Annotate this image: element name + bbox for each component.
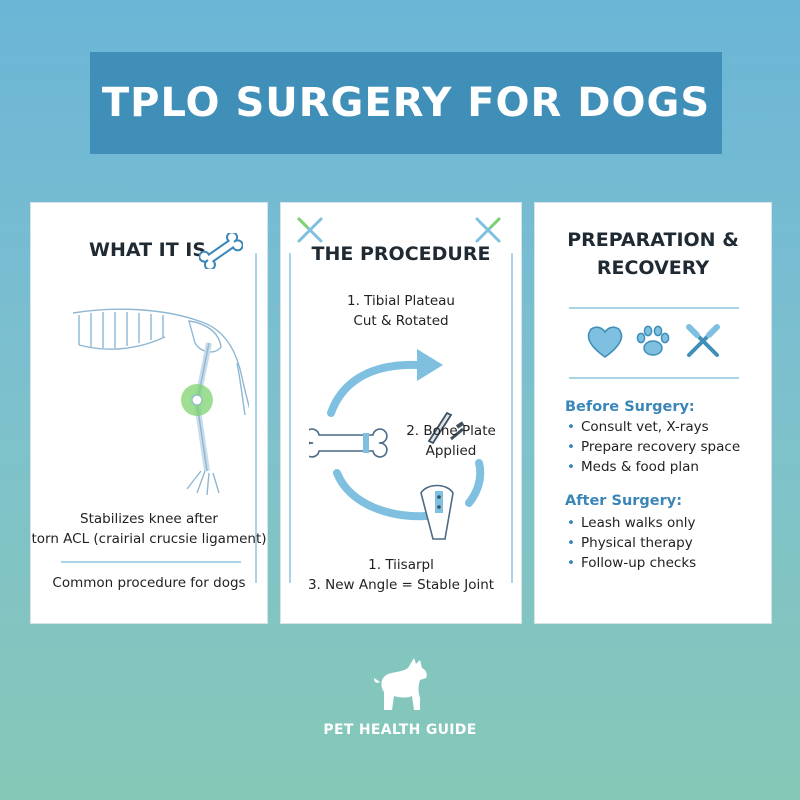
crossed-tools-icon (475, 217, 501, 243)
recovery-heading-line2: RECOVERY (596, 257, 710, 279)
tools-icon (686, 324, 720, 357)
divider (569, 377, 739, 379)
dog-leg-skeleton-illustration (72, 308, 249, 496)
list-item: Consult vet, X-rays (565, 417, 740, 437)
procedure-step2-line2: Applied (425, 443, 477, 459)
what-it-is-line1: Stabilizes knee after (80, 511, 218, 527)
crossed-tools-icon (297, 217, 323, 243)
procedure-step3-line1: 1. Tiisarpl (368, 557, 434, 573)
procedure-step2-line1: 2. Bone Plate (406, 423, 496, 439)
rotation-arrows-illustration (309, 349, 485, 540)
card-accent-line (255, 253, 257, 583)
procedure-step1-line2: Cut & Rotated (353, 313, 449, 329)
list-item: Follow-up checks (565, 553, 696, 573)
card-accent-line (511, 253, 513, 583)
recovery-heading-line1: PREPARATION & (567, 229, 739, 251)
dog-icon (374, 658, 427, 710)
recovery-card: PREPARATION & RECOVERY Before Surgery: C… (534, 202, 772, 624)
procedure-heading: THE PROCEDURE (311, 243, 491, 265)
list-item: Meds & food plan (565, 457, 740, 477)
list-item: Prepare recovery space (565, 437, 740, 457)
paw-icon (636, 325, 670, 356)
bone-illustration (309, 428, 388, 458)
page-title: TPLO SURGERY FOR DOGS (101, 80, 711, 126)
card-accent-line (289, 253, 291, 583)
what-it-is-card: WHAT IT IS Stabilizes kne (30, 202, 268, 624)
list-item: Leash walks only (565, 513, 696, 533)
after-surgery-heading: After Surgery: (565, 493, 683, 509)
heart-icon (587, 326, 623, 358)
footer-brand: PET HEALTH GUIDE (323, 722, 477, 738)
after-surgery-list: Leash walks only Physical therapy Follow… (565, 513, 696, 573)
what-it-is-line2: torn ACL (crairial crucsie ligament) (31, 531, 267, 547)
title-banner: TPLO SURGERY FOR DOGS (90, 52, 722, 154)
procedure-card: THE PROCEDURE 1. Tibial Plateau Cut & Ro… (280, 202, 522, 624)
divider (569, 307, 739, 309)
bone-icon (199, 233, 243, 269)
before-surgery-heading: Before Surgery: (565, 399, 695, 415)
what-it-is-heading: WHAT IT IS (89, 239, 207, 261)
what-it-is-note: Common procedure for dogs (52, 575, 246, 591)
list-item: Physical therapy (565, 533, 696, 553)
procedure-step1-line1: 1. Tibial Plateau (347, 293, 455, 309)
procedure-step3-line2: 3. New Angle = Stable Joint (307, 577, 495, 593)
before-surgery-list: Consult vet, X-rays Prepare recovery spa… (565, 417, 740, 477)
divider (61, 561, 241, 563)
